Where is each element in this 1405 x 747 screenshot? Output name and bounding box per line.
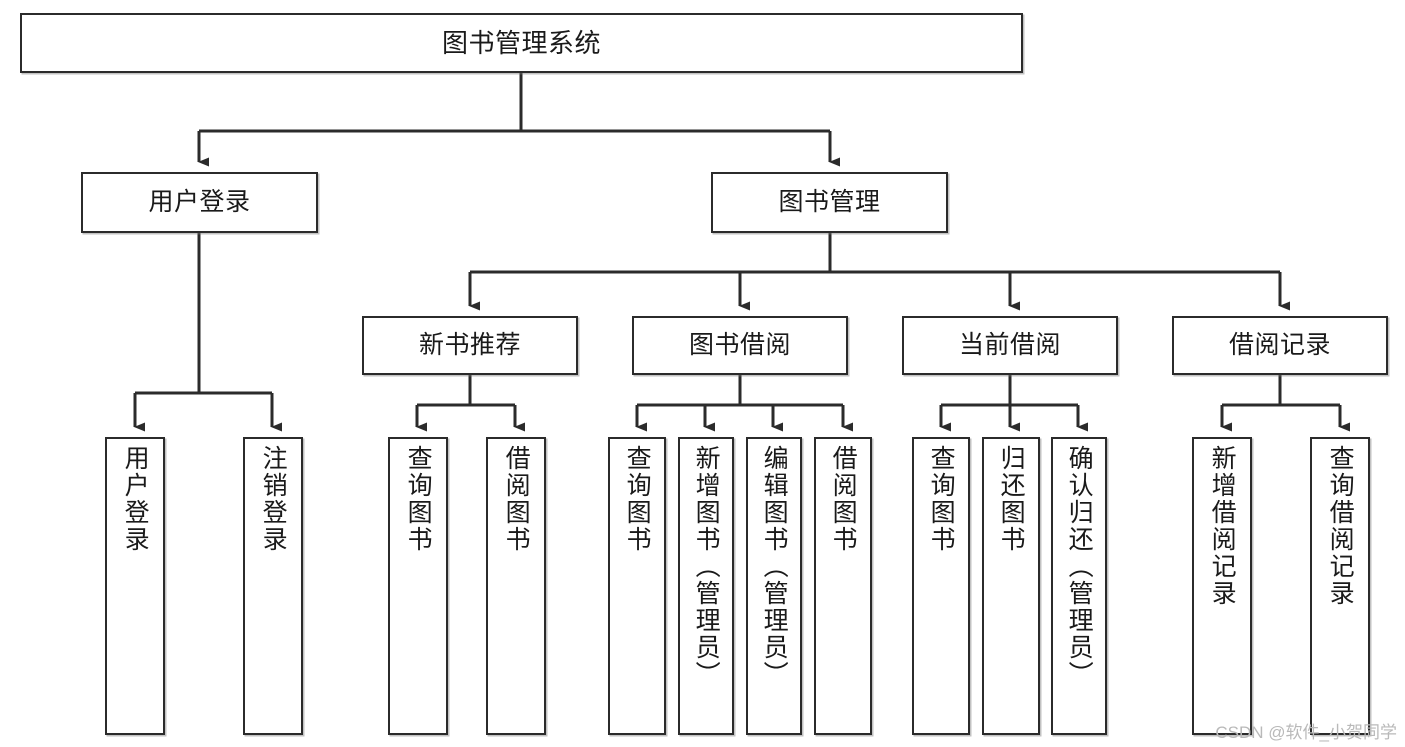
leaf-add-borrow-record[interactable]: 新增借阅记录 [1192, 437, 1252, 735]
leaf-return-book[interactable]: 归还图书 [982, 437, 1040, 735]
node-label: 图书借阅 [688, 330, 791, 359]
leaf-borrow-book-recommend[interactable]: 借阅图书 [486, 437, 546, 735]
leaf-logout-login[interactable]: 注销登录 [243, 437, 303, 735]
leaf-borrow-book[interactable]: 借阅图书 [814, 437, 872, 735]
node-label: 查询图书 [623, 445, 652, 553]
node-label: 查询借阅记录 [1326, 445, 1355, 607]
node-root-system[interactable]: 图书管理系统 [20, 13, 1023, 73]
node-label: 图书管理系统 [441, 27, 601, 58]
node-label: 注销登录 [259, 445, 288, 553]
node-label: 新增图书（管理员） [692, 445, 721, 688]
leaf-query-book-borrow[interactable]: 查询图书 [608, 437, 666, 735]
node-new-book-recommend[interactable]: 新书推荐 [362, 316, 578, 375]
leaf-query-book-recommend[interactable]: 查询图书 [388, 437, 448, 735]
leaf-confirm-return[interactable]: 确认归还（管理员） [1051, 437, 1107, 735]
node-label: 查询图书 [927, 445, 956, 553]
node-label: 确认归还（管理员） [1065, 445, 1094, 688]
node-label: 用户登录 [121, 445, 150, 553]
node-current-borrow[interactable]: 当前借阅 [902, 316, 1118, 375]
leaf-user-login[interactable]: 用户登录 [105, 437, 165, 735]
node-label: 新书推荐 [418, 330, 521, 359]
node-book-manage[interactable]: 图书管理 [711, 172, 948, 233]
leaf-add-book[interactable]: 新增图书（管理员） [678, 437, 734, 735]
leaf-edit-book[interactable]: 编辑图书（管理员） [746, 437, 802, 735]
node-book-borrow[interactable]: 图书借阅 [632, 316, 848, 375]
node-label: 借阅记录 [1228, 330, 1331, 359]
node-label: 用户登录 [148, 187, 251, 216]
node-label: 借阅图书 [502, 445, 531, 553]
node-label: 图书管理 [778, 187, 881, 216]
watermark-text: CSDN @软件_小贺同学 [1215, 723, 1397, 742]
node-label: 编辑图书（管理员） [760, 445, 789, 688]
leaf-query-book-current[interactable]: 查询图书 [912, 437, 970, 735]
leaf-query-borrow-record[interactable]: 查询借阅记录 [1310, 437, 1370, 735]
node-label: 当前借阅 [958, 330, 1061, 359]
node-label: 新增借阅记录 [1208, 445, 1237, 607]
node-label: 归还图书 [997, 445, 1026, 553]
node-user-login[interactable]: 用户登录 [81, 172, 318, 233]
node-borrow-record[interactable]: 借阅记录 [1172, 316, 1388, 375]
node-label: 查询图书 [404, 445, 433, 553]
node-label: 借阅图书 [829, 445, 858, 553]
